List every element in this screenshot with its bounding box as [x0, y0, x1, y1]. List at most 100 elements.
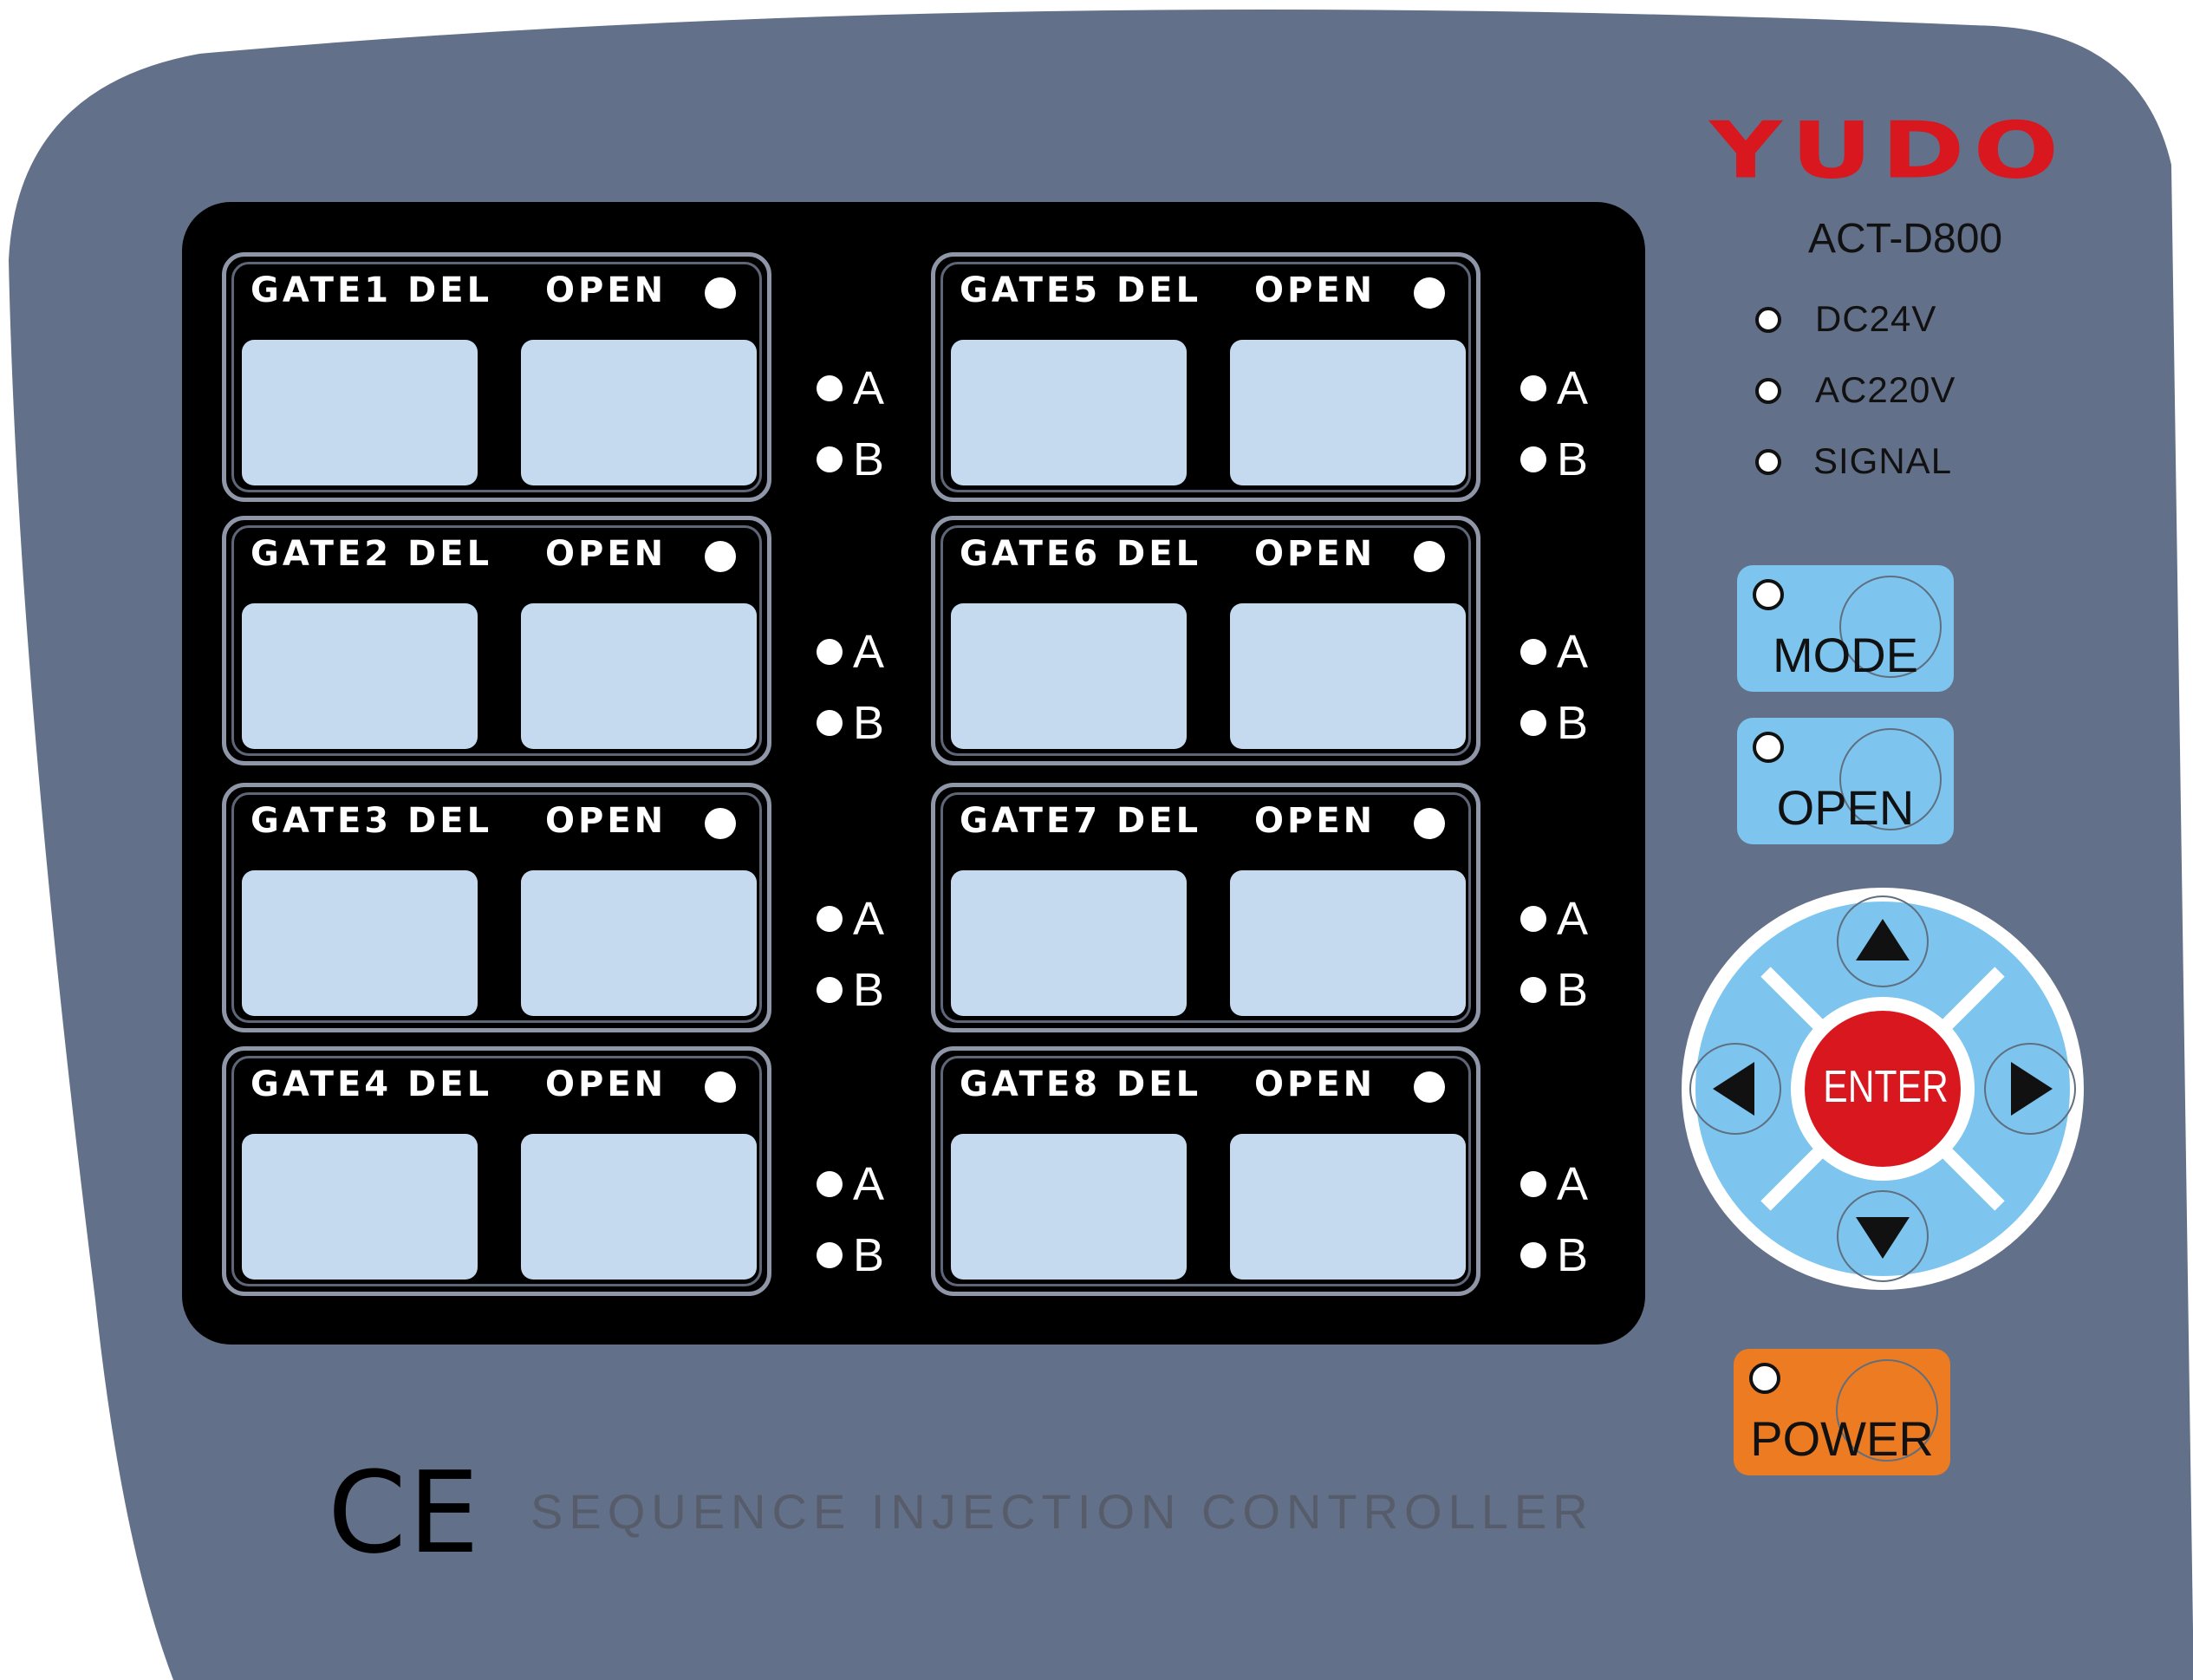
up-button[interactable] [1837, 895, 1929, 987]
gate-1-open-label: OPEN [545, 270, 667, 310]
mode-button[interactable]: MODE [1737, 565, 1954, 692]
power-led [1749, 1363, 1780, 1394]
gate-7-panel: GATE7 DEL OPEN [931, 783, 1480, 1032]
gate-1-panel: GATE1 DEL OPEN [222, 252, 771, 502]
ac220v-led [1755, 378, 1781, 404]
enter-button-label: ENTER [1823, 1062, 1949, 1112]
gate-2-open-display [521, 603, 757, 749]
left-arrow-icon [1713, 1062, 1754, 1116]
gate-8-del-display [951, 1134, 1187, 1280]
gate-1-b-label: B [853, 433, 885, 485]
open-led [1753, 732, 1784, 763]
gate-4-b-led [817, 1242, 843, 1268]
gate-6-a-label: A [1557, 626, 1589, 678]
power-button[interactable]: POWER [1734, 1349, 1950, 1475]
gate-4-open-led [705, 1071, 736, 1103]
gate-4-open-label: OPEN [545, 1065, 667, 1104]
gate-5-del-display [951, 340, 1187, 485]
gate-4-a-led [817, 1171, 843, 1197]
gate-1-b-led [817, 446, 843, 472]
open-button-ring [1839, 728, 1942, 830]
gate-6-del-display [951, 603, 1187, 749]
gate-3-title: GATE3 DEL [251, 801, 493, 841]
gate-5-title: GATE5 DEL [960, 270, 1202, 310]
power-button-label: POWER [1750, 1411, 1934, 1466]
open-button[interactable]: OPEN [1737, 718, 1954, 844]
gate-4-del-display [242, 1134, 478, 1280]
gate-3-b-label: B [853, 964, 885, 1016]
gate-1-title: GATE1 DEL [251, 270, 493, 310]
gate-2-b-label: B [853, 697, 885, 749]
gate-1-open-display [521, 340, 757, 485]
gate-8-open-label: OPEN [1254, 1065, 1376, 1104]
ce-mark: CE [328, 1447, 481, 1579]
gate-4-title: GATE4 DEL [251, 1065, 493, 1104]
gate-8-panel: GATE8 DEL OPEN [931, 1046, 1480, 1296]
down-button[interactable] [1837, 1190, 1929, 1282]
gate-6-open-display [1230, 603, 1466, 749]
signal-led [1755, 449, 1781, 475]
gate-8-a-label: A [1557, 1158, 1589, 1210]
mode-led [1753, 579, 1784, 610]
gate-1-a-label: A [853, 362, 885, 414]
gate-8-b-led [1520, 1242, 1546, 1268]
gate-7-open-led [1414, 808, 1445, 839]
gate-4-b-label: B [853, 1229, 885, 1281]
gate-5-a-led [1520, 375, 1546, 401]
gate-6-open-label: OPEN [1254, 534, 1376, 574]
gate-8-open-display [1230, 1134, 1466, 1280]
gate-5-a-label: A [1557, 362, 1589, 414]
model-number: ACT-D800 [1808, 216, 2003, 262]
gate-6-open-led [1414, 541, 1445, 572]
gate-2-b-led [817, 710, 843, 736]
gate-8-open-led [1414, 1071, 1445, 1103]
gate-6-a-led [1520, 639, 1546, 665]
enter-button[interactable] [1805, 1011, 1961, 1167]
gate-7-open-label: OPEN [1254, 801, 1376, 841]
gate-2-open-led [705, 541, 736, 572]
up-arrow-icon [1856, 919, 1910, 960]
gate-7-open-display [1230, 870, 1466, 1016]
down-arrow-icon [1856, 1217, 1910, 1259]
gate-2-panel: GATE2 DEL OPEN [222, 516, 771, 765]
gate-3-a-led [817, 906, 843, 932]
open-button-label: OPEN [1776, 780, 1915, 835]
gate-7-b-label: B [1557, 964, 1589, 1016]
gate-2-a-label: A [853, 626, 885, 678]
dc24v-led [1755, 307, 1781, 333]
brand-logo: YUDO [1709, 104, 2068, 197]
gate-6-b-led [1520, 710, 1546, 736]
gate-3-open-led [705, 808, 736, 839]
right-arrow-icon [2011, 1062, 2053, 1116]
gate-5-b-led [1520, 446, 1546, 472]
gate-7-a-label: A [1557, 893, 1589, 945]
gate-3-a-label: A [853, 893, 885, 945]
ac220v-label: AC220V [1815, 369, 1956, 410]
gate-2-del-display [242, 603, 478, 749]
signal-label: SIGNAL [1813, 440, 1953, 481]
gate-7-b-led [1520, 977, 1546, 1003]
gate-3-open-display [521, 870, 757, 1016]
gate-3-del-display [242, 870, 478, 1016]
gate-6-title: GATE6 DEL [960, 534, 1202, 574]
gate-3-b-led [817, 977, 843, 1003]
gate-3-open-label: OPEN [545, 801, 667, 841]
gate-2-title: GATE2 DEL [251, 534, 493, 574]
mode-button-ring [1839, 576, 1942, 678]
gate-5-open-display [1230, 340, 1466, 485]
dc24v-label: DC24V [1815, 298, 1937, 339]
power-button-ring [1836, 1359, 1938, 1462]
right-button[interactable] [1984, 1043, 2076, 1135]
gate-7-del-display [951, 870, 1187, 1016]
left-button[interactable] [1689, 1043, 1781, 1135]
nav-pad [1682, 888, 2084, 1290]
gate-7-title: GATE7 DEL [960, 801, 1202, 841]
gate-1-del-display [242, 340, 478, 485]
mode-button-label: MODE [1773, 628, 1918, 682]
gate-5-open-label: OPEN [1254, 270, 1376, 310]
gate-5-open-led [1414, 277, 1445, 309]
gate-8-a-led [1520, 1171, 1546, 1197]
gate-1-open-led [705, 277, 736, 309]
gate-5-b-label: B [1557, 433, 1589, 485]
gate-8-b-label: B [1557, 1229, 1589, 1281]
